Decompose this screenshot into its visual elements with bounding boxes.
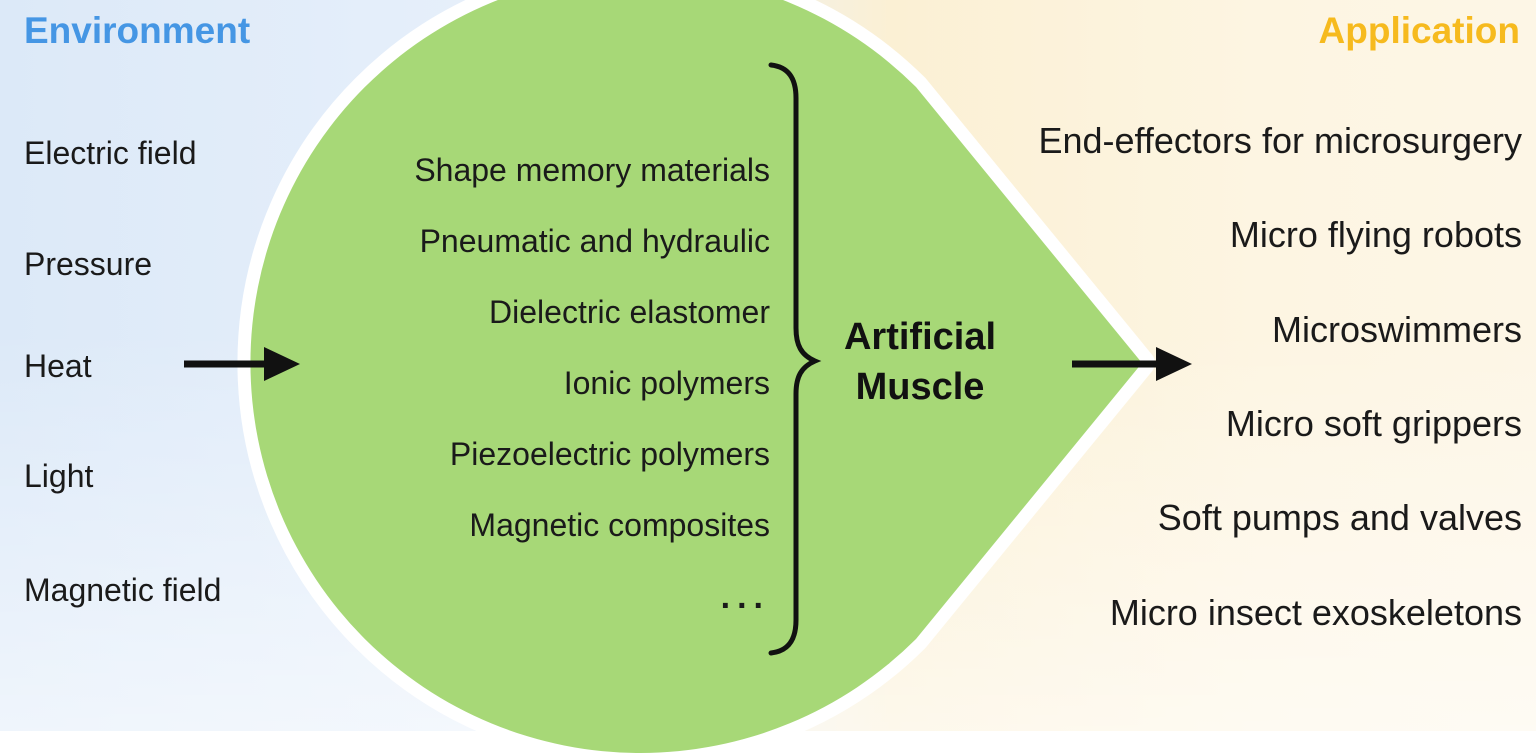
material-item: Pneumatic and hydraulic: [419, 223, 770, 259]
material-item: Dielectric elastomer: [489, 294, 770, 330]
material-item: Magnetic composites: [469, 507, 770, 543]
application-title: Application: [1318, 10, 1520, 51]
brace-icon: [768, 62, 822, 656]
application-item: Microswimmers: [1272, 309, 1522, 350]
environment-item: Light: [24, 458, 94, 494]
environment-item: Magnetic field: [24, 572, 222, 608]
artificial-muscle-bubble: [237, 0, 1155, 753]
output-arrow-icon: [1072, 347, 1192, 381]
material-item: Ionic polymers: [563, 365, 770, 401]
environment-item: Heat: [24, 348, 92, 384]
artificial-muscle-label: Artificial Muscle: [820, 312, 1020, 412]
artificial-muscle-label-line2: Muscle: [855, 366, 985, 408]
application-item: Micro insect exoskeletons: [1109, 592, 1522, 633]
material-item: Shape memory materials: [414, 152, 770, 188]
environment-title: Environment: [24, 10, 251, 51]
artificial-muscle-label-line1: Artificial: [843, 316, 997, 358]
application-item: Micro flying robots: [1229, 214, 1522, 255]
application-item: Soft pumps and valves: [1157, 497, 1522, 538]
environment-item: Pressure: [24, 246, 153, 282]
application-item: End-effectors for microsurgery: [1038, 120, 1522, 161]
material-item: Piezoelectric polymers: [449, 436, 770, 472]
material-ellipsis: ...: [720, 578, 770, 616]
environment-item: Electric field: [24, 135, 197, 171]
input-arrow-icon: [184, 347, 300, 381]
application-item: Micro soft grippers: [1225, 403, 1522, 444]
